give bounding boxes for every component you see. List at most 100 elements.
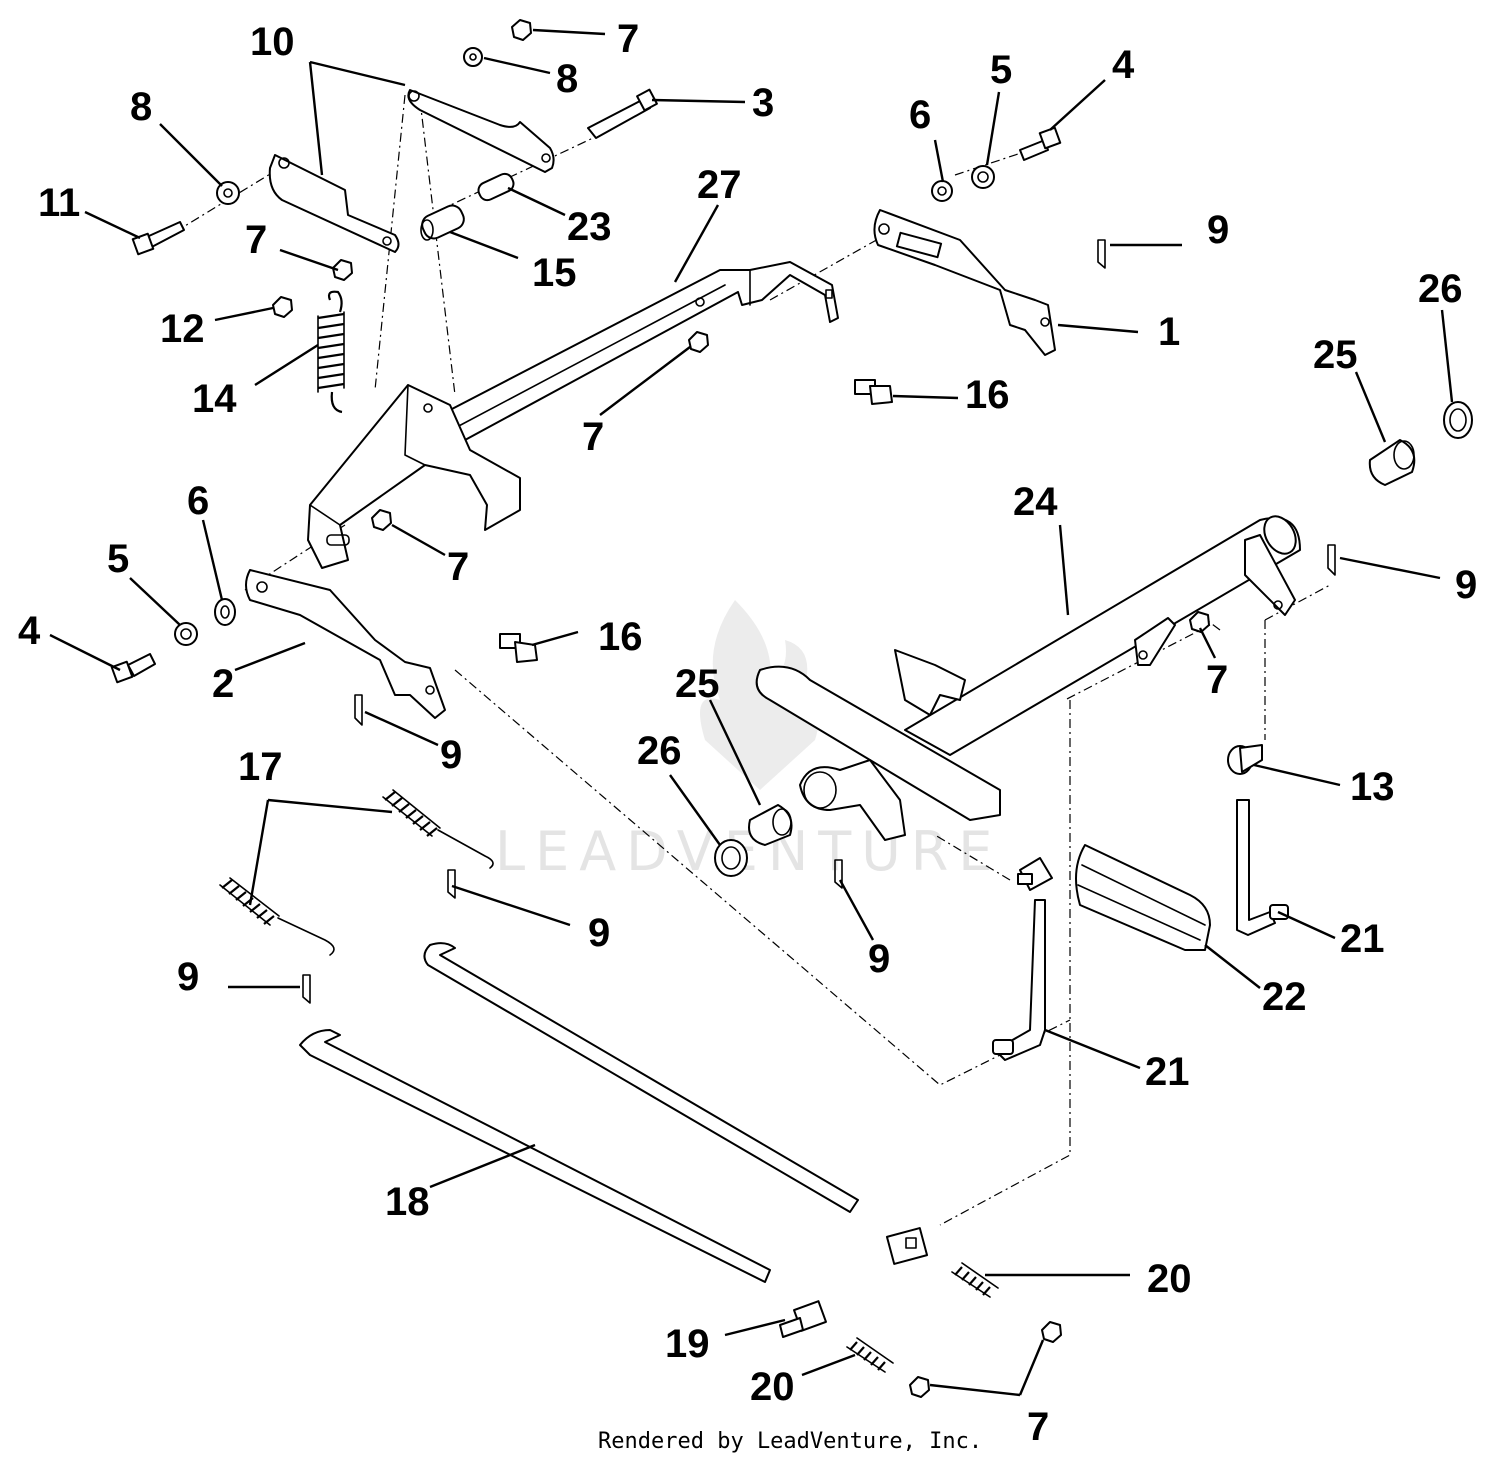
part-14-spring — [317, 290, 345, 414]
part-23-spacer — [477, 172, 515, 202]
part-26-washer-center — [714, 839, 748, 877]
callout-9-left-arm: 9 — [440, 733, 462, 777]
callout-16-right: 16 — [965, 373, 1010, 417]
part-4-bolt-right — [1019, 126, 1062, 161]
part-17-spring-upper — [382, 789, 494, 869]
callout-5-right: 5 — [990, 48, 1012, 92]
callout-2: 2 — [212, 662, 234, 706]
part-5-lockwasher-right — [971, 165, 995, 189]
part-27-main-shaft — [307, 261, 839, 569]
callout-23: 23 — [567, 205, 612, 249]
callout-21-center: 21 — [1145, 1050, 1190, 1094]
nut-12 — [272, 296, 293, 318]
part-15-bushing — [420, 204, 465, 241]
part-24-cross-shaft — [755, 515, 1301, 841]
part-16-bolt-left — [499, 633, 538, 663]
part-26-washer-right — [1443, 401, 1473, 439]
callout-7-shaft: 7 — [582, 415, 604, 459]
callout-3: 3 — [752, 81, 774, 125]
clip-9-left-arm — [354, 694, 363, 726]
part-8-washer-left — [216, 181, 240, 205]
callout-22: 22 — [1262, 975, 1307, 1019]
callout-20-left: 20 — [750, 1365, 795, 1409]
callout-25-center: 25 — [675, 662, 720, 706]
footer-credit: Rendered by LeadVenture, Inc. — [598, 1429, 982, 1454]
callout-7-top: 7 — [617, 17, 639, 61]
callout-26-right: 26 — [1418, 267, 1463, 311]
nut-7-crossshaft — [1189, 611, 1210, 633]
part-18-rod-lower — [299, 1029, 771, 1283]
callout-9-right-top: 9 — [1207, 208, 1229, 252]
callout-16-left: 16 — [598, 615, 643, 659]
nut-7-bottom-right — [1041, 1321, 1062, 1343]
clip-9-right-mid — [1327, 544, 1336, 576]
callout-12: 12 — [160, 307, 205, 351]
callout-27: 27 — [697, 163, 742, 207]
part-1-lift-arm — [873, 209, 1056, 356]
part-6-washer-left — [214, 598, 236, 626]
part-10-upper-link — [407, 89, 555, 173]
callout-18: 18 — [385, 1180, 430, 1224]
callout-9-lower-left: 9 — [177, 955, 199, 999]
part-3-bolt — [587, 88, 658, 139]
part-19-ferrule-lower — [779, 1300, 827, 1338]
part-5-lockwasher-left — [174, 622, 198, 646]
part-19-ferrule-mid — [885, 1227, 929, 1265]
callout-15: 15 — [532, 251, 577, 295]
callout-26-center: 26 — [637, 729, 682, 773]
callout-8-top: 8 — [556, 57, 578, 101]
part-20-spring-right — [951, 1262, 999, 1298]
part-19-ferrule-upper — [1017, 857, 1053, 891]
callout-14: 14 — [192, 377, 237, 421]
part-21-rod-center — [992, 899, 1046, 1061]
nut-7-left — [332, 259, 353, 281]
callout-25-right: 25 — [1313, 333, 1358, 377]
part-21-rod-right — [1236, 799, 1289, 936]
callout-8-left: 8 — [130, 85, 152, 129]
callout-7-left: 7 — [245, 218, 267, 262]
callout-7-bracket: 7 — [447, 545, 469, 589]
nut-7-shaft — [688, 331, 709, 353]
part-25-bushing-right — [1368, 439, 1416, 486]
callout-13: 13 — [1350, 765, 1395, 809]
part-17-spring-lower — [219, 877, 335, 956]
callout-24: 24 — [1013, 480, 1058, 524]
callout-17: 17 — [238, 745, 283, 789]
clip-9-center — [834, 859, 843, 889]
nut-7-bottom-left — [909, 1376, 930, 1398]
callout-5-left: 5 — [107, 537, 129, 581]
part-16-bolt-right — [854, 379, 893, 405]
part-11-bolt — [131, 221, 185, 256]
nut-7-bracket — [371, 509, 392, 531]
part-18-rod-upper — [423, 942, 859, 1213]
part-13-pin — [1227, 744, 1263, 775]
callout-9-spring: 9 — [588, 911, 610, 955]
leader-lines — [49, 28, 1454, 1397]
callout-10: 10 — [250, 20, 295, 64]
callout-21-right: 21 — [1340, 917, 1385, 961]
callout-1: 1 — [1158, 310, 1180, 354]
callout-9-center: 9 — [868, 937, 890, 981]
part-8-washer-top — [463, 47, 483, 67]
clip-9-lower-left — [302, 974, 311, 1004]
part-20-spring-left — [846, 1337, 894, 1373]
callout-20-right: 20 — [1147, 1257, 1192, 1301]
callouts: 1 2 3 4 4 5 5 6 6 7 7 7 7 7 7 8 8 9 9 9 … — [18, 17, 1477, 1449]
callout-11: 11 — [38, 181, 80, 225]
callout-6-right: 6 — [909, 93, 931, 137]
part-6-washer-right — [931, 180, 953, 202]
callout-19: 19 — [665, 1322, 710, 1366]
part-2-lift-arm — [245, 569, 446, 719]
part-4-bolt-left — [110, 653, 156, 684]
callout-4-left: 4 — [18, 609, 41, 653]
callout-6-left: 6 — [187, 479, 209, 523]
callout-4-right: 4 — [1112, 43, 1135, 87]
callout-7-crossshaft: 7 — [1206, 658, 1228, 702]
part-25-bushing-center — [748, 804, 793, 846]
callout-7-bottom: 7 — [1027, 1405, 1049, 1449]
part-22-pedal — [1075, 844, 1211, 951]
part-10-lower-link — [268, 154, 400, 253]
clip-9-right-top — [1097, 239, 1106, 269]
